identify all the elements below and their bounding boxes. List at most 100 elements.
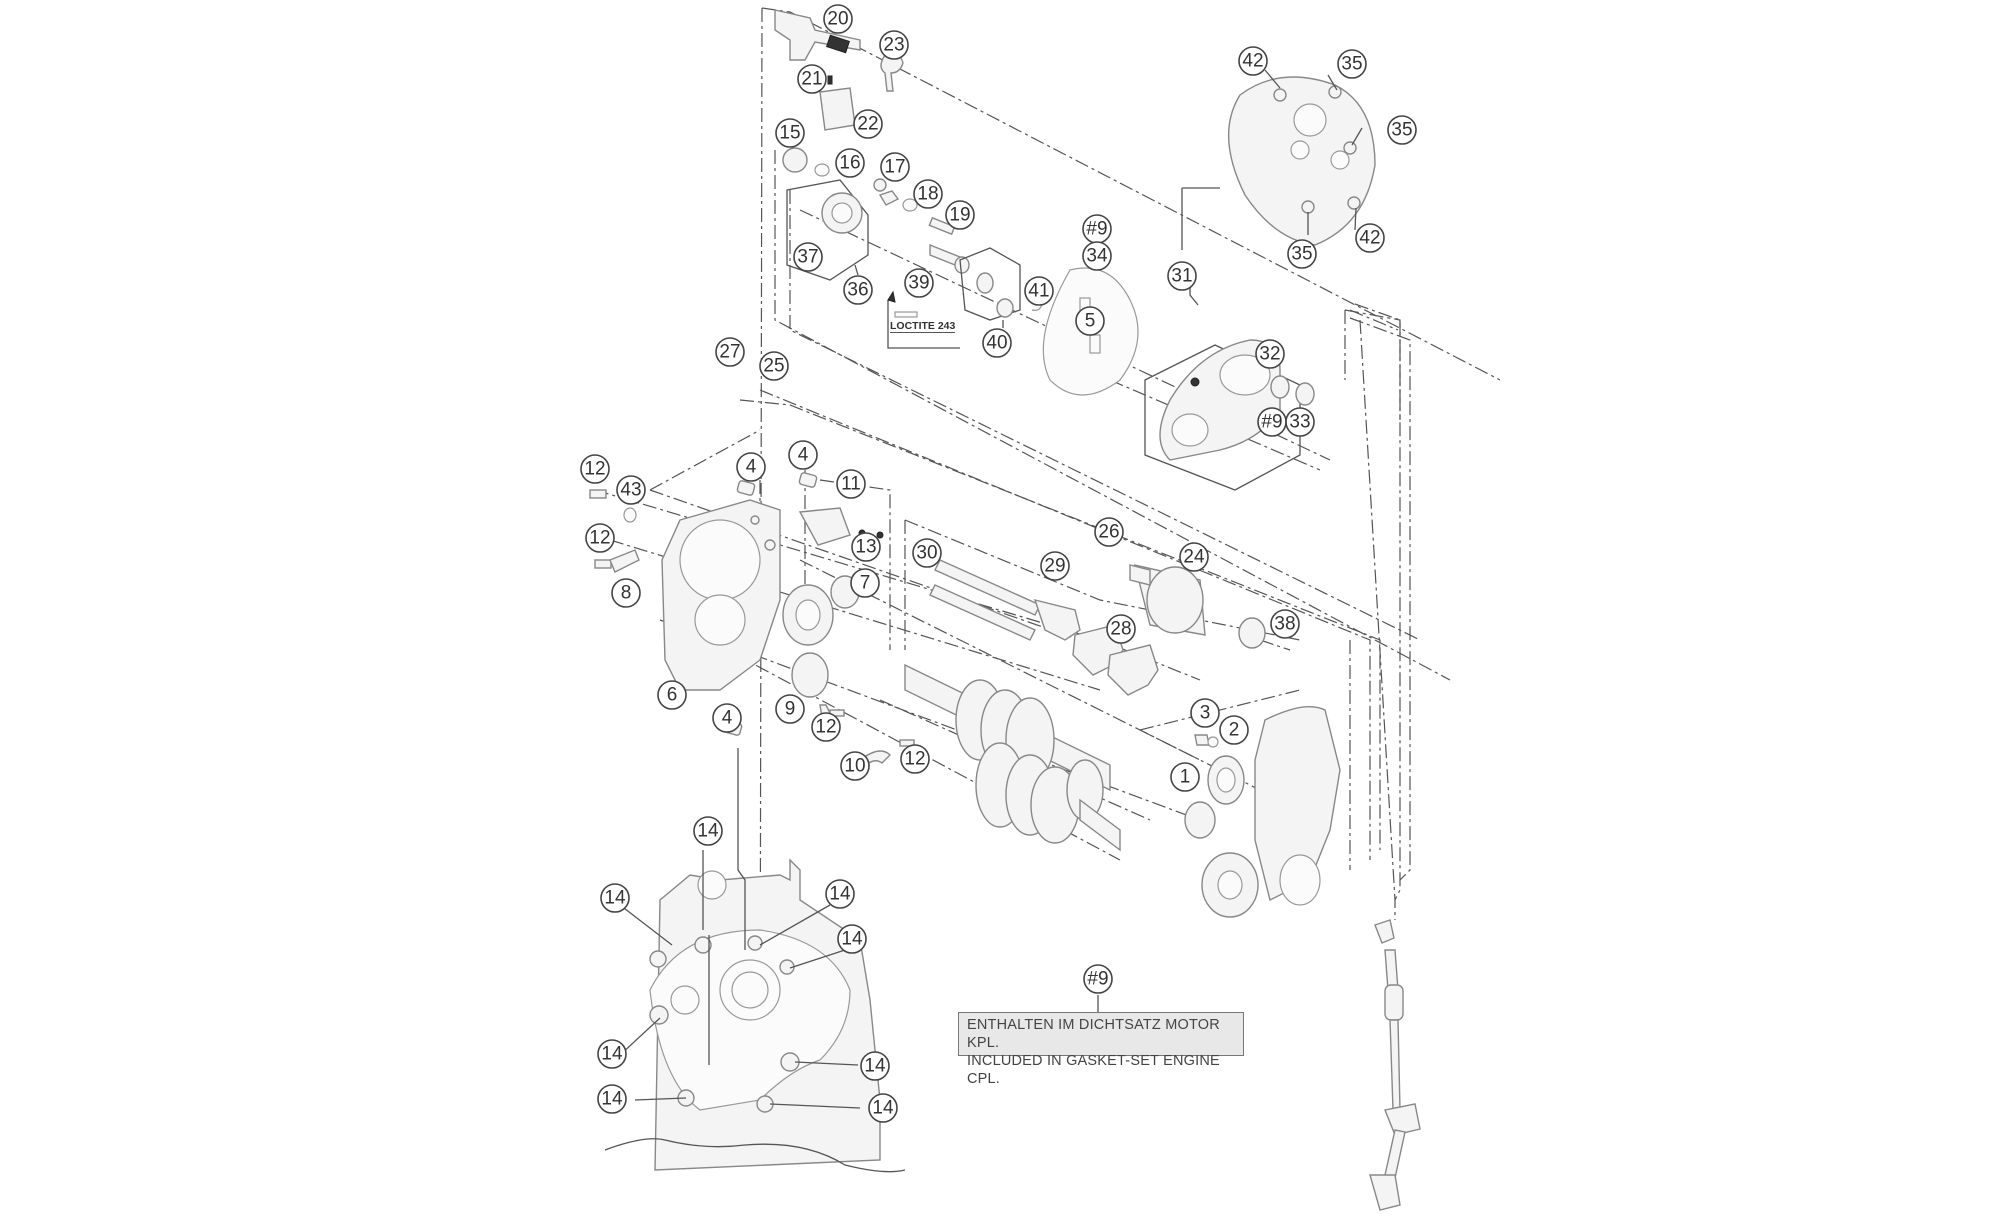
svg-text:12: 12: [815, 717, 836, 738]
svg-text:42: 42: [1359, 228, 1380, 249]
callout-36: 36: [843, 275, 873, 305]
callout-4-c: 4: [712, 703, 742, 733]
svg-text:10: 10: [844, 756, 865, 777]
svg-text:1: 1: [1180, 767, 1191, 788]
svg-text:35: 35: [1391, 120, 1412, 141]
callout-34: 34: [1082, 241, 1112, 271]
svg-text:26: 26: [1098, 522, 1119, 543]
callout-19: 19: [945, 200, 975, 230]
callout-25: 25: [759, 351, 789, 381]
outer-cover-group: [1181, 76, 1376, 250]
callout-6: 6: [657, 680, 687, 710]
callout-13: 13: [851, 532, 881, 562]
callout-7: 7: [850, 568, 880, 598]
svg-text:14: 14: [697, 821, 719, 842]
svg-text:9: 9: [785, 699, 796, 720]
svg-text:22: 22: [857, 114, 878, 135]
callout-35-bottom: 35: [1287, 239, 1317, 269]
svg-text:3: 3: [1200, 703, 1211, 724]
callout-12-b: 12: [585, 523, 615, 553]
svg-text:18: 18: [917, 184, 938, 205]
crankcase-left-half: [589, 472, 915, 769]
callout-35-right: 35: [1387, 115, 1417, 145]
callout-12-d: 12: [900, 744, 930, 774]
callout-14-upper-right: 14: [825, 879, 855, 909]
svg-text:14: 14: [604, 888, 626, 909]
svg-text:19: 19: [949, 205, 970, 226]
svg-text:16: 16: [839, 153, 860, 174]
svg-text:33: 33: [1289, 412, 1310, 433]
callout-42-bottom: 42: [1355, 223, 1385, 253]
svg-text:4: 4: [798, 445, 809, 466]
callout-32: 32: [1255, 339, 1285, 369]
svg-text:14: 14: [841, 929, 863, 950]
callout-14-top: 14: [693, 816, 723, 846]
gasket-set-note: ENTHALTEN IM DICHTSATZ MOTOR KPL. INCLUD…: [958, 1012, 1244, 1087]
callout-39: 39: [904, 268, 934, 298]
callout-22: 22: [853, 109, 883, 139]
svg-text:6: 6: [667, 685, 678, 706]
svg-text:27: 27: [719, 342, 740, 363]
callout-14-right: 14: [837, 924, 867, 954]
loctite-243-label: LOCTITE 243: [890, 320, 956, 333]
callout-15: 15: [775, 118, 805, 148]
gearbox-shafts: [904, 663, 1259, 918]
callout-33: 33: [1285, 407, 1315, 437]
callout-43: 43: [616, 475, 646, 505]
callout-28: 28: [1106, 614, 1136, 644]
svg-text:42: 42: [1242, 51, 1263, 72]
callout-5: 5: [1075, 306, 1105, 336]
callout-9-gasket-b: #9: [1257, 407, 1287, 437]
callout-42-top: 42: [1238, 46, 1268, 76]
callout-2: 2: [1219, 715, 1249, 745]
callout-14-left: 14: [597, 1039, 627, 1069]
cover-gasket-group: [1042, 267, 1315, 491]
svg-text:14: 14: [601, 1089, 623, 1110]
svg-text:32: 32: [1259, 344, 1280, 365]
callout-14-lower-right: 14: [860, 1051, 890, 1081]
svg-text:38: 38: [1274, 614, 1295, 635]
callout-29: 29: [1040, 551, 1070, 581]
svg-text:43: 43: [620, 480, 641, 501]
svg-text:39: 39: [908, 273, 929, 294]
svg-text:36: 36: [847, 280, 868, 301]
svg-text:11: 11: [841, 474, 861, 495]
svg-text:14: 14: [872, 1098, 894, 1119]
callout-35-top: 35: [1337, 49, 1367, 79]
callout-38: 38: [1270, 609, 1300, 639]
callout-37: 37: [793, 242, 823, 272]
svg-text:40: 40: [986, 333, 1007, 354]
svg-text:7: 7: [860, 573, 871, 594]
svg-text:14: 14: [829, 884, 851, 905]
callout-21: 21: [797, 64, 827, 94]
callout-9-note: #9: [1083, 964, 1113, 994]
svg-text:28: 28: [1110, 619, 1131, 640]
shift-shaft-group: [774, 9, 904, 131]
svg-text:4: 4: [722, 708, 733, 729]
svg-text:35: 35: [1341, 54, 1362, 75]
svg-text:30: 30: [916, 543, 937, 564]
callout-9-gasket-a: #9: [1082, 214, 1112, 244]
callouts: 20 23 21 22 15 16 17 18 19 37 36 39 40 4…: [580, 4, 1417, 1123]
svg-text:15: 15: [779, 123, 800, 144]
svg-text:13: 13: [855, 537, 876, 558]
callout-18: 18: [913, 179, 943, 209]
svg-text:#9: #9: [1261, 412, 1282, 433]
note-line-english: INCLUDED IN GASKET-SET ENGINE CPL.: [967, 1053, 1220, 1087]
svg-text:31: 31: [1171, 266, 1192, 287]
callout-27: 27: [715, 337, 745, 367]
svg-text:23: 23: [883, 35, 904, 56]
svg-text:25: 25: [763, 356, 784, 377]
callout-11: 11: [836, 469, 866, 499]
svg-text:12: 12: [904, 749, 925, 770]
svg-text:14: 14: [601, 1044, 623, 1065]
svg-text:12: 12: [589, 528, 610, 549]
callout-26: 26: [1094, 517, 1124, 547]
svg-text:21: 21: [801, 69, 822, 90]
callout-4-b: 4: [788, 440, 818, 470]
callout-40: 40: [982, 328, 1012, 358]
svg-text:#9: #9: [1086, 219, 1107, 240]
svg-text:20: 20: [827, 9, 848, 30]
svg-text:4: 4: [746, 457, 757, 478]
